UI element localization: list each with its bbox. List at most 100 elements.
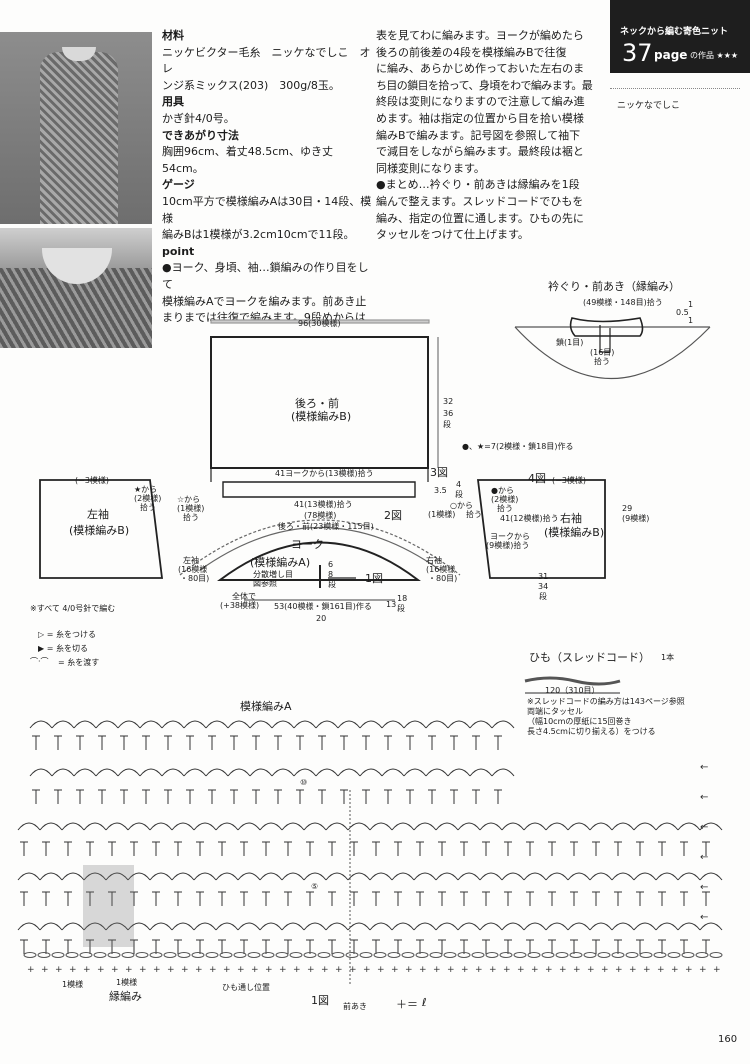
yoke-dim-18: 18 bbox=[397, 594, 408, 603]
yoke-41: 41(13模様)拾う bbox=[294, 500, 353, 509]
chain-arch bbox=[435, 922, 459, 931]
chain-arch bbox=[457, 922, 481, 931]
chain-oval bbox=[443, 952, 457, 958]
left-star-count: (2模様) bbox=[134, 494, 162, 503]
chart-pattern-2: 1模様 bbox=[116, 978, 138, 987]
chain-arch bbox=[139, 768, 163, 777]
chain-arch bbox=[567, 922, 591, 931]
chain-arch bbox=[413, 872, 437, 881]
collar-title: 衿ぐり・前あき（縁編み） bbox=[548, 280, 680, 293]
chain-arch bbox=[83, 872, 107, 881]
chain-arch bbox=[149, 872, 173, 881]
title-subtitle: ネックから編む寄色ニット bbox=[620, 27, 729, 37]
dim-35: 3.5 bbox=[434, 486, 447, 495]
chain-arch bbox=[589, 922, 613, 931]
chain-oval bbox=[709, 952, 723, 958]
sc-plus: + bbox=[181, 965, 189, 975]
chain-arch bbox=[105, 822, 129, 831]
chain-arch bbox=[523, 872, 547, 881]
row-arrow: ← bbox=[700, 762, 708, 773]
cardigan-photo-detail bbox=[0, 228, 152, 348]
chain-arch bbox=[315, 720, 339, 729]
chain-arch bbox=[403, 768, 427, 777]
right-dot-from: ●から bbox=[491, 486, 514, 495]
chain-arch bbox=[347, 822, 371, 831]
instruction-line: 終段は変則になりますので注意して編み進 bbox=[376, 95, 585, 109]
left-sleeve-name: 左袖 bbox=[87, 508, 109, 521]
chain-arch bbox=[325, 822, 349, 831]
sc-plus: + bbox=[363, 965, 371, 975]
collar-dim-1b: 1 bbox=[688, 316, 694, 325]
chain-arch bbox=[39, 922, 63, 931]
chain-arch bbox=[545, 922, 569, 931]
sc-plus: + bbox=[573, 965, 581, 975]
chain-arch bbox=[479, 822, 503, 831]
left-sym-pick: 拾う bbox=[183, 513, 199, 522]
right-length-rows: 34 bbox=[538, 582, 549, 591]
chain-arch bbox=[359, 768, 383, 777]
chain-arch bbox=[83, 922, 107, 931]
chart-row-10: ⑩ bbox=[300, 778, 308, 787]
right-yoke-from: ヨークから bbox=[490, 532, 530, 541]
body-length-rows: 36 bbox=[443, 409, 454, 418]
chain-arch bbox=[117, 720, 141, 729]
chain-arch bbox=[61, 872, 85, 881]
sc-plus: + bbox=[377, 965, 385, 975]
sc-plus: + bbox=[391, 965, 399, 975]
yoke-pattern: (模様編みA) bbox=[250, 556, 311, 569]
dim-4: 4 bbox=[456, 480, 462, 489]
left-pick-c: ・80目) bbox=[180, 574, 210, 583]
figure-1-label: 1図 bbox=[365, 572, 383, 585]
body-rows-unit: 段 bbox=[443, 420, 451, 429]
chain-arch bbox=[381, 720, 405, 729]
heading-materials: 材料 bbox=[162, 29, 184, 42]
chain-arch bbox=[293, 768, 317, 777]
chart-cord-position: ひも通し位置 bbox=[222, 983, 270, 992]
title-page-number: 37 bbox=[622, 39, 653, 67]
chain-oval bbox=[555, 952, 569, 958]
chain-arch bbox=[17, 872, 41, 881]
collar-pick2b: 拾う bbox=[594, 357, 610, 366]
chain-arch bbox=[227, 768, 251, 777]
chain-oval bbox=[569, 952, 583, 958]
chain-arch bbox=[95, 768, 119, 777]
chain-arch bbox=[127, 922, 151, 931]
chain-arch bbox=[249, 720, 273, 729]
right-sym-count: (1模様) bbox=[428, 510, 456, 519]
chain-oval bbox=[625, 952, 639, 958]
dotted-rule bbox=[610, 88, 740, 89]
chain-arch bbox=[699, 822, 723, 831]
heading-point: point bbox=[162, 244, 195, 258]
chain-arch bbox=[655, 822, 679, 831]
right-sym-pick: 拾う bbox=[466, 510, 482, 519]
chain-arch bbox=[61, 922, 85, 931]
chain-arch bbox=[325, 922, 349, 931]
yoke-pick-label: 41ヨークから(13模様)拾う bbox=[275, 469, 374, 478]
chain-arch bbox=[501, 822, 525, 831]
chain-oval bbox=[401, 952, 415, 958]
chain-arch bbox=[271, 720, 295, 729]
chain-oval bbox=[611, 952, 625, 958]
chain-oval bbox=[667, 952, 681, 958]
chain-arch bbox=[425, 768, 449, 777]
chain-arch bbox=[501, 922, 525, 931]
instruction-line: 同様変則になります。 bbox=[376, 161, 485, 175]
chain-oval bbox=[289, 952, 303, 958]
chain-arch bbox=[523, 822, 547, 831]
chain-oval bbox=[527, 952, 541, 958]
tools-line: かぎ針4/0号。 bbox=[162, 111, 235, 125]
sc-plus: + bbox=[83, 965, 91, 975]
left-pick-b: (16模様 bbox=[178, 565, 208, 574]
chain-arch bbox=[29, 720, 53, 729]
chain-arch bbox=[171, 922, 195, 931]
collar-chain: 鎖(1目) bbox=[556, 338, 584, 347]
size-line: 胸囲96cm、着丈48.5cm、ゆき丈54cm。 bbox=[162, 145, 334, 175]
sc-plus: + bbox=[657, 965, 665, 975]
sc-plus: + bbox=[531, 965, 539, 975]
chain-oval bbox=[23, 952, 37, 958]
sc-plus: + bbox=[643, 965, 651, 975]
chain-arch bbox=[611, 922, 635, 931]
title-suffix: の作品 ★★★ bbox=[690, 51, 739, 60]
chain-arch bbox=[633, 822, 657, 831]
right-cm: 29 bbox=[622, 504, 633, 513]
